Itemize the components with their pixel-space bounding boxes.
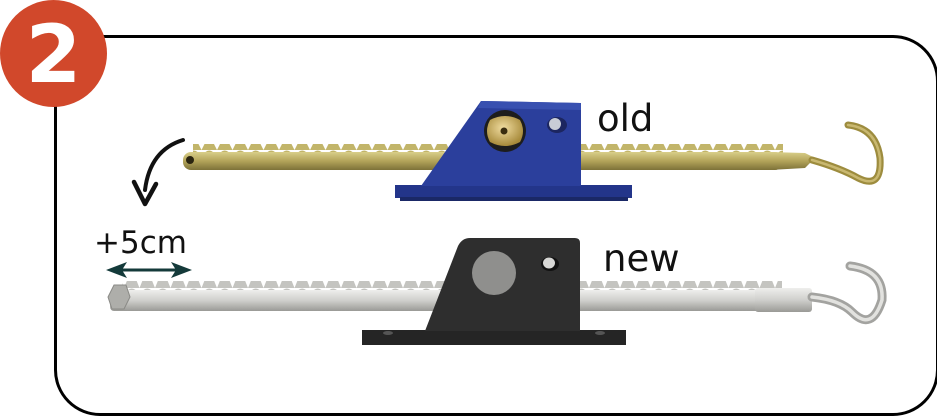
extension-label: +5cm bbox=[94, 225, 187, 261]
new-mounting-block bbox=[362, 238, 626, 345]
new-label: new bbox=[603, 237, 680, 280]
step-badge: 2 bbox=[0, 0, 107, 107]
old-mounting-block bbox=[395, 101, 632, 201]
curved-down-arrow-icon bbox=[131, 138, 185, 207]
old-label: old bbox=[597, 97, 654, 140]
double-headed-arrow-icon bbox=[106, 262, 192, 278]
step-number: 2 bbox=[25, 7, 82, 101]
